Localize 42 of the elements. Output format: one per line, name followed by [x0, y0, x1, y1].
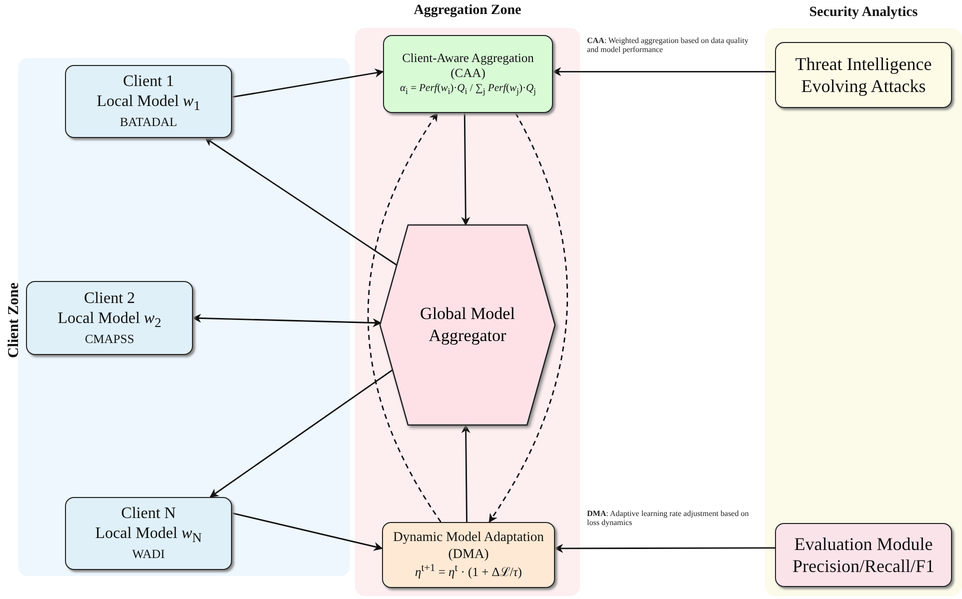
- arrow: [210, 369, 393, 498]
- node-label: WADI: [132, 547, 165, 563]
- process-box: [65, 497, 232, 570]
- node-label: Precision/Recall/F1: [792, 555, 934, 578]
- formula-text: η$^{t+1}$ = η$^{t}$ · (1 + Δℒ/τ): [415, 562, 522, 582]
- arrow: [192, 314, 382, 328]
- zone-heading: Client Zone: [6, 282, 23, 358]
- process-box: [775, 523, 952, 587]
- arrow: [232, 68, 384, 98]
- arrow: [461, 424, 470, 522]
- dashed-arrow: [488, 112, 568, 523]
- zone-heading: Aggregation Zone: [414, 3, 522, 19]
- formula-text: α$_{i}$ = Perf(w$_{i}$)·Q$_{i}$ / ∑$_{j}$ Perf(w$_{j}$)·Q$_{j}$: [400, 82, 536, 98]
- node-label: Dynamic Model Adaptation (DMA): [392, 528, 545, 562]
- edge-label: CAA: Weighted aggregation based on data quality and model performance: [587, 36, 750, 54]
- node-label: Client 2: [84, 288, 136, 309]
- zone-heading: Security Analytics: [809, 5, 918, 21]
- arrow: [204, 137, 398, 266]
- process-box: [775, 42, 952, 108]
- node-label: Evolving Attacks: [801, 75, 926, 98]
- arrow: [232, 512, 383, 551]
- process-box: [382, 522, 555, 588]
- node-label: Client-Aware Aggregation (CAA): [401, 50, 535, 82]
- edge-label: DMA: Adaptive learning rate adjustment based on loss dynamics: [587, 509, 750, 528]
- node-label: CMAPSS: [84, 332, 134, 348]
- process-box: [26, 281, 193, 355]
- node-label: Threat Intelligence: [795, 52, 932, 75]
- node-label: Client 1: [122, 72, 174, 92]
- node-label: Local Model w$_{N}$: [95, 524, 202, 548]
- arrow: [552, 67, 775, 76]
- node-label: Local Model w$_{1}$: [96, 92, 200, 116]
- arrow: [461, 113, 470, 226]
- arrow: [554, 544, 775, 553]
- aggregator-hexagon: [380, 225, 555, 425]
- node-label: Client N: [121, 504, 176, 524]
- process-box: [383, 35, 553, 113]
- process-box: [65, 65, 232, 138]
- node-label: BATADAL: [120, 115, 178, 131]
- node-label: Local Model w$_{2}$: [58, 308, 162, 332]
- dashed-arrow: [367, 112, 442, 522]
- node-label: Evaluation Module: [794, 532, 933, 555]
- node-label: Global Model Aggregator: [419, 302, 516, 347]
